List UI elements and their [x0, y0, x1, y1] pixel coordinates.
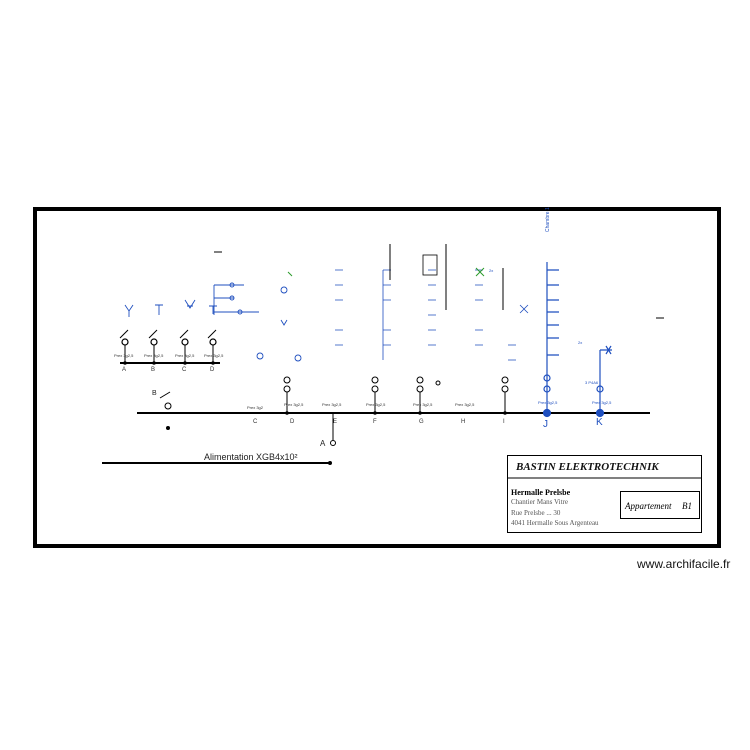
column-i-loads [508, 304, 529, 361]
circuit-letter-i: I [503, 419, 505, 425]
cable-label-lower-k: Prex 3g2,5 [592, 400, 612, 405]
breaker-c [179, 329, 189, 365]
cable-label-upper-b: Prex 3g2,5 [144, 353, 164, 358]
upper-load-symbols [124, 299, 217, 317]
main-bus-breakers [159, 376, 509, 446]
circuit-letter-c-lower: C [253, 419, 258, 425]
supply-terminal [328, 461, 332, 465]
column-e-loads [335, 269, 343, 346]
bus-label-k: K [596, 417, 603, 428]
drawing-label: Appartement [625, 501, 672, 511]
circuit-letter-g: G [419, 419, 424, 425]
drawing-id-box [620, 491, 700, 519]
cable-label-upper-a: Prex 3g2,5 [114, 353, 134, 358]
cable-label-lower-d: Prex 3g2,5 [284, 402, 304, 407]
k-top-label: 2x [578, 340, 583, 345]
breaker-d [207, 329, 217, 365]
title-city: 4041 Hermalle Sous Argenteau [511, 519, 599, 527]
circuit-letter-a: A [122, 367, 127, 373]
drawing-code: B1 [682, 501, 692, 511]
feeder-j [542, 262, 559, 418]
circuit-letter-d: D [210, 367, 215, 373]
cable-label-lower-j: Prex 3g2,5 [538, 400, 558, 405]
cable-label-lower-h: Prex 3g2,5 [455, 402, 475, 407]
title-site: Chantier Mans Vitre [511, 498, 568, 506]
breaker-main-b [159, 391, 172, 410]
drawing-frame [33, 207, 721, 548]
cable-label-lower-f: Prex 3g2,5 [366, 402, 386, 407]
feeder-k [595, 345, 612, 418]
column-h-loads [475, 269, 483, 346]
circuit-letter-c: C [182, 367, 187, 373]
cable-label-upper-d: Prex 3g2,5 [204, 353, 224, 358]
breaker-main-d [283, 376, 291, 413]
circuit-letter-h: H [461, 419, 466, 425]
title-street: Rue Prelsbe ... 30 [511, 509, 561, 517]
circuit-letter-e: E [333, 419, 338, 425]
breaker-main-g [416, 376, 424, 413]
room-label-chambre: Chambre 1 [545, 207, 551, 232]
title-company: BASTIN ELEKTROTECHNIK [516, 461, 659, 473]
breaker-main-i [501, 376, 509, 413]
supply-label: Alimentation XGB4x10² [204, 452, 298, 462]
title-block [507, 455, 702, 533]
bus-label-b: B [152, 390, 157, 397]
circuit-letter-d-lower: D [290, 419, 295, 425]
breaker-main-f [371, 376, 379, 413]
legend-ff-label: 2x [489, 268, 494, 273]
green-symbol [287, 267, 485, 277]
breaker-a [119, 329, 129, 365]
bus-label-a: A [320, 439, 326, 448]
circuit-letter-b: B [151, 367, 156, 373]
column-d-loads [213, 282, 302, 362]
watermark-text: www.archifacile.fr [637, 557, 731, 571]
title-client: Hermalle Prelsbe [511, 488, 571, 497]
breaker-main-a [330, 413, 336, 446]
column-g-loads [422, 254, 438, 346]
main-bus-junctions [166, 380, 507, 430]
k-side-label: 3 P4A6 [585, 380, 599, 385]
cable-label-upper-c: Prex 3g2,5 [175, 353, 195, 358]
column-f-loads [382, 269, 391, 360]
bus-label-j: J [543, 419, 548, 430]
cable-label-lower-c: Prex 3g2 [247, 405, 264, 410]
upper-breakers [119, 329, 217, 365]
cable-label-lower-e: Prex 3g2,5 [322, 402, 342, 407]
misc-black-marks [214, 244, 664, 319]
breaker-b [148, 329, 158, 365]
circuit-letter-f: F [373, 419, 377, 425]
cable-label-lower-g: Prex 3g2,5 [413, 402, 433, 407]
